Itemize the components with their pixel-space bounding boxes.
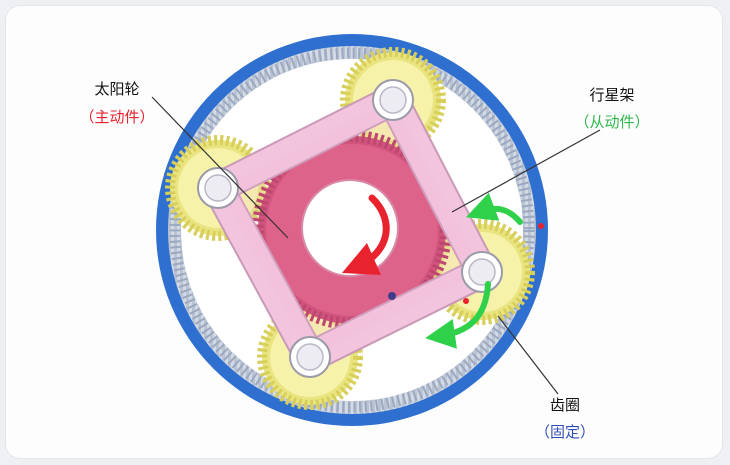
hub-top (372, 79, 414, 121)
sun-gear-label: 太阳轮 (94, 80, 139, 98)
curved-arrow-icon (465, 192, 523, 225)
curved-arrow-icon (341, 194, 390, 276)
hub-right (461, 251, 503, 293)
reference-dot-blue (388, 292, 396, 300)
hub-left (197, 167, 239, 209)
ring-gear-role: （固定） (535, 423, 595, 441)
carrier-label: 行星架 (589, 86, 634, 104)
reference-dot-red (463, 298, 469, 304)
carrier-hubs (197, 79, 503, 378)
diagram-card: 太阳轮 （主动件） 行星架 （从动件） 齿圈 （固定） (6, 6, 722, 458)
sun-gear-role: （主动件） (79, 108, 154, 126)
planetary-gear-diagram: 太阳轮 （主动件） 行星架 （从动件） 齿圈 （固定） (79, 34, 650, 441)
carrier-role: （从动件） (574, 113, 649, 131)
curved-arrow-icon (425, 281, 491, 349)
hub-bottom (289, 336, 331, 378)
ring-gear-label: 齿圈 (550, 396, 580, 414)
ring-gear-tooth-band (169, 47, 535, 413)
ring-gear-leader-line (497, 315, 559, 395)
reference-dot-ring (538, 223, 544, 229)
carrier-leader-line (451, 129, 601, 213)
sun-gear-leader-line (151, 96, 289, 239)
